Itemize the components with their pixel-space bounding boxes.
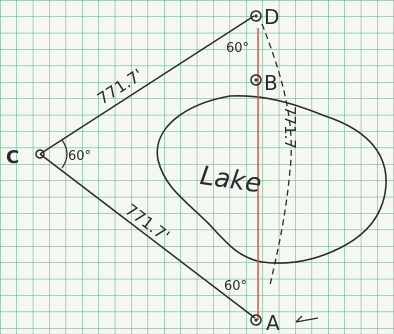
point-B-dot (254, 78, 258, 82)
angle-label-A: 60° (224, 279, 247, 294)
angle-arc-C (61, 139, 68, 169)
point-A-dot (254, 318, 258, 322)
label-point-C: C (6, 147, 19, 168)
label-point-B: B (264, 71, 278, 95)
label-point-D: D (264, 5, 279, 29)
segment-CD (39, 15, 255, 155)
segment-CA (39, 153, 256, 319)
segment-DA-dashed (261, 23, 292, 286)
point-D-dot (254, 14, 258, 18)
angle-label-C: 60° (68, 149, 91, 164)
point-D-marker (250, 10, 262, 22)
point-C-marker (35, 149, 45, 159)
arrow-icon (295, 315, 319, 323)
label-point-A: A (266, 311, 280, 334)
lake-outline (156, 95, 387, 264)
point-B-marker (250, 74, 262, 86)
point-A-marker (250, 314, 262, 326)
angle-label-D: 60° (226, 41, 249, 56)
length-DA: 771.7 (281, 106, 299, 149)
